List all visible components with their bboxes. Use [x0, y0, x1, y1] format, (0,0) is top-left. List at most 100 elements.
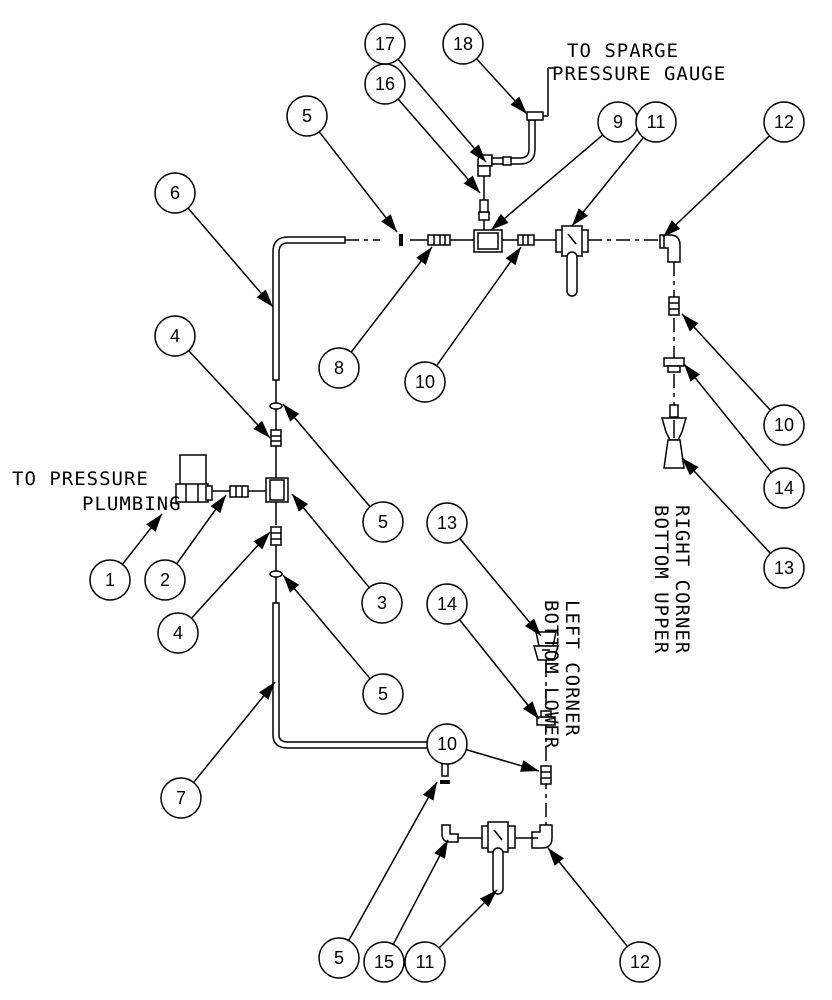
callout-bubble — [157, 612, 199, 654]
part-3-tee — [265, 477, 289, 503]
part-4-nipple-upper — [270, 429, 282, 447]
callout-leader — [459, 537, 542, 637]
callout-17: 17 — [364, 23, 487, 163]
callout-16: 16 — [364, 63, 481, 194]
callout-bubble — [426, 723, 468, 765]
callout-leader — [435, 246, 522, 367]
callout-arrowhead — [505, 247, 521, 266]
callout-bubble — [763, 547, 805, 589]
callout-leader — [397, 98, 481, 194]
callout-5: 5 — [318, 781, 438, 979]
callout-bubble — [89, 559, 131, 601]
callout-number: 13 — [437, 513, 457, 533]
callout-leader — [681, 457, 771, 554]
label-to-sparge-pressure-gauge: TO SPARGE PRESSURE GAUGE — [552, 40, 725, 85]
pipe-section-7 — [272, 602, 449, 777]
callout-leader — [683, 363, 773, 473]
callout-bubble — [362, 673, 404, 715]
part-14-ring-right — [663, 357, 685, 373]
callout-arrowhead — [548, 848, 564, 866]
part-11-valve-bottom — [481, 821, 516, 895]
callout-leader — [547, 847, 629, 947]
part-12-elbow-top — [659, 234, 681, 263]
part-5-clamp-lower — [269, 570, 283, 578]
callout-number: 18 — [453, 34, 473, 54]
callout-leader — [318, 131, 398, 233]
part-4-nipple-lower — [270, 526, 282, 546]
part-10-nipple-right — [668, 296, 680, 316]
callout-bubble — [442, 23, 484, 65]
callout-arrowhead — [510, 96, 527, 114]
part-10-nipple-bottom — [540, 765, 552, 785]
part-11-valve-top — [555, 225, 589, 297]
callout-leader — [681, 313, 772, 411]
callout-leader — [662, 135, 771, 238]
callout-number: 8 — [334, 358, 344, 378]
callout-arrowhead — [253, 532, 270, 550]
callout-10: 10 — [681, 313, 805, 446]
callout-bubble — [404, 941, 446, 983]
callout-10: 10 — [426, 723, 540, 772]
callout-bubble — [318, 347, 360, 389]
label-to-pressure-plumbing: TO PRESSURE PLUMBING — [12, 468, 181, 515]
callout-arrowhead — [423, 782, 437, 801]
callout-bubble — [763, 101, 805, 143]
callout-leader — [490, 134, 604, 231]
callout-number: 3 — [377, 593, 387, 613]
callout-number: 16 — [375, 74, 395, 94]
callout-number: 4 — [173, 623, 183, 643]
callout-arrowhead — [463, 175, 480, 193]
callout-14: 14 — [683, 363, 805, 509]
callout-number: 10 — [437, 734, 457, 754]
callout-3: 3 — [291, 493, 403, 624]
callout-arrowhead — [416, 247, 432, 265]
callout-number: 6 — [170, 183, 180, 203]
callout-number: 7 — [176, 788, 186, 808]
callout-arrowhead — [491, 213, 509, 230]
callout-bubble — [144, 559, 186, 601]
callout-number: 5 — [378, 512, 388, 532]
sparge-label-line1: TO SPARGE — [567, 40, 679, 62]
part-14-ring-bottom — [536, 710, 556, 726]
part-18-tube — [491, 67, 556, 166]
callout-bubble — [763, 467, 805, 509]
callout-leader — [571, 137, 645, 227]
callout-arrowhead — [572, 208, 588, 226]
callout-11: 11 — [404, 889, 498, 983]
callout-number: 11 — [416, 952, 435, 972]
label-bottom-lower-left-corner: BOTTOM LOWER LEFT CORNER — [540, 600, 583, 749]
callout-bubble — [286, 95, 328, 137]
part-5-clamp-upper — [269, 402, 283, 410]
callout-leader — [282, 574, 371, 680]
part-15-nipple — [441, 824, 459, 843]
callout-number: 15 — [374, 952, 394, 972]
part-8-nipple — [427, 234, 451, 246]
callout-arrowhead — [524, 618, 541, 636]
callout-bubble — [362, 501, 404, 543]
upper-right-label-line1: BOTTOM UPPER — [650, 505, 672, 654]
callout-arrowhead — [283, 404, 300, 422]
upper-right-label-line2: RIGHT CORNER — [671, 505, 693, 654]
part-9-tee — [473, 229, 503, 253]
callout-number: 10 — [415, 372, 435, 392]
part-10-nipple-top — [517, 234, 535, 246]
callout-8: 8 — [318, 246, 433, 389]
callout-leader — [392, 839, 449, 945]
callout-number: 17 — [375, 34, 395, 54]
pressure-label-line1: TO PRESSURE — [12, 468, 149, 490]
callout-leader — [282, 403, 371, 508]
callout-number: 4 — [170, 326, 180, 346]
callout-arrowhead — [434, 840, 448, 859]
callout-bubble — [363, 941, 405, 983]
callout-14: 14 — [426, 583, 540, 720]
callout-5: 5 — [282, 403, 404, 543]
callout-leader — [187, 207, 274, 308]
callout-12: 12 — [547, 847, 661, 983]
part-2-nipple — [229, 485, 249, 498]
callout-arrowhead — [469, 144, 486, 162]
label-bottom-upper-right-corner: BOTTOM UPPER RIGHT CORNER — [650, 505, 693, 654]
part-1-valve — [175, 454, 213, 503]
callout-bubble — [404, 361, 446, 403]
callout-arrowhead — [256, 289, 273, 307]
callout-arrowhead — [684, 364, 700, 382]
